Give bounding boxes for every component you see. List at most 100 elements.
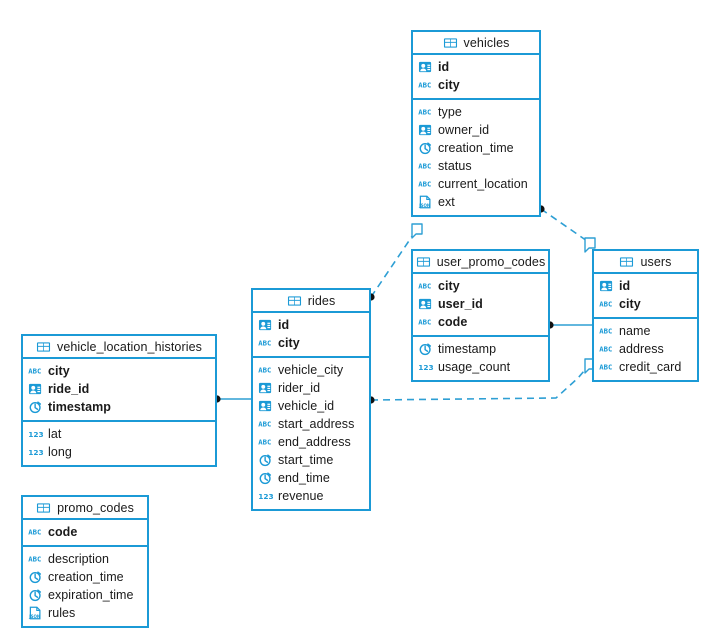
id-card-icon — [258, 381, 273, 395]
pk-column-row[interactable]: timestamp — [23, 398, 215, 416]
column-name: status — [438, 159, 472, 173]
pk-column-row[interactable]: id — [594, 277, 697, 295]
column-row[interactable]: ABC description — [23, 550, 147, 568]
id-card-icon — [418, 123, 433, 137]
relationship-vlh-to-rides[interactable] — [213, 395, 251, 403]
pk-column-row[interactable]: id — [413, 58, 539, 76]
clock-icon — [258, 471, 273, 485]
column-name: description — [48, 552, 109, 566]
column-row[interactable]: rider_id — [253, 379, 369, 397]
clock-icon — [418, 141, 433, 155]
clock-icon — [418, 342, 433, 356]
abc-text-icon: ABC — [599, 324, 614, 338]
column-name: id — [278, 318, 290, 332]
column-name: city — [438, 279, 460, 293]
id-card-icon — [418, 60, 433, 74]
svg-text:123: 123 — [28, 448, 43, 457]
123-number-icon: 123 — [28, 427, 43, 441]
column-row[interactable]: ABC status — [413, 157, 539, 175]
column-name: lat — [48, 427, 62, 441]
column-row[interactable]: timestamp — [413, 340, 548, 358]
table-header-rides[interactable]: rides — [253, 290, 369, 313]
id-card-icon — [418, 297, 433, 311]
column-row[interactable]: 123 usage_count — [413, 358, 548, 376]
column-row[interactable]: vehicle_id — [253, 397, 369, 415]
table-header-vehicle_location_histories[interactable]: vehicle_location_histories — [23, 336, 215, 359]
relationship-upc-to-users[interactable] — [546, 321, 592, 329]
abc-text-icon: ABC — [28, 552, 43, 566]
table-header-users[interactable]: users — [594, 251, 697, 274]
column-row[interactable]: owner_id — [413, 121, 539, 139]
column-row[interactable]: start_time — [253, 451, 369, 469]
table-header-user_promo_codes[interactable]: user_promo_codes — [413, 251, 548, 274]
pk-column-row[interactable]: ABC city — [23, 362, 215, 380]
json-file-icon: JSON — [28, 606, 43, 620]
column-name: end_address — [278, 435, 351, 449]
abc-text-icon: ABC — [418, 315, 433, 329]
column-row[interactable]: creation_time — [23, 568, 147, 586]
pk-column-row[interactable]: ride_id — [23, 380, 215, 398]
table-grid-icon — [36, 340, 51, 354]
column-row[interactable]: 123 lat — [23, 425, 215, 443]
id-card-icon — [258, 399, 273, 413]
svg-text:ABC: ABC — [418, 162, 431, 171]
column-row[interactable]: creation_time — [413, 139, 539, 157]
svg-text:ABC: ABC — [258, 420, 271, 429]
svg-text:ABC: ABC — [418, 81, 431, 90]
json-file-icon: JSON — [418, 195, 433, 209]
pk-column-row[interactable]: id — [253, 316, 369, 334]
svg-text:123: 123 — [418, 363, 433, 372]
table-header-vehicles[interactable]: vehicles — [413, 32, 539, 55]
svg-text:ABC: ABC — [599, 327, 612, 336]
abc-text-icon: ABC — [258, 417, 273, 431]
relationship-one-endpoint-socket — [411, 223, 423, 239]
table-title: rides — [307, 293, 336, 308]
table-header-promo_codes[interactable]: promo_codes — [23, 497, 147, 520]
column-name: city — [48, 364, 70, 378]
relationship-line — [540, 208, 591, 244]
abc-text-icon: ABC — [28, 364, 43, 378]
svg-text:ABC: ABC — [28, 555, 41, 564]
column-row[interactable]: end_time — [253, 469, 369, 487]
123-number-icon: 123 — [28, 445, 43, 459]
column-row[interactable]: expiration_time — [23, 586, 147, 604]
relationship-vehicles-to-users[interactable] — [537, 205, 596, 253]
svg-text:ABC: ABC — [599, 363, 612, 372]
abc-text-icon: ABC — [258, 336, 273, 350]
table-grid-icon — [443, 36, 458, 50]
svg-text:JSON: JSON — [418, 203, 430, 208]
123-number-icon: 123 — [418, 360, 433, 374]
column-name: usage_count — [438, 360, 511, 374]
table-title: promo_codes — [57, 500, 134, 515]
pk-column-row[interactable]: user_id — [413, 295, 548, 313]
clock-icon — [28, 588, 43, 602]
column-name: id — [619, 279, 631, 293]
